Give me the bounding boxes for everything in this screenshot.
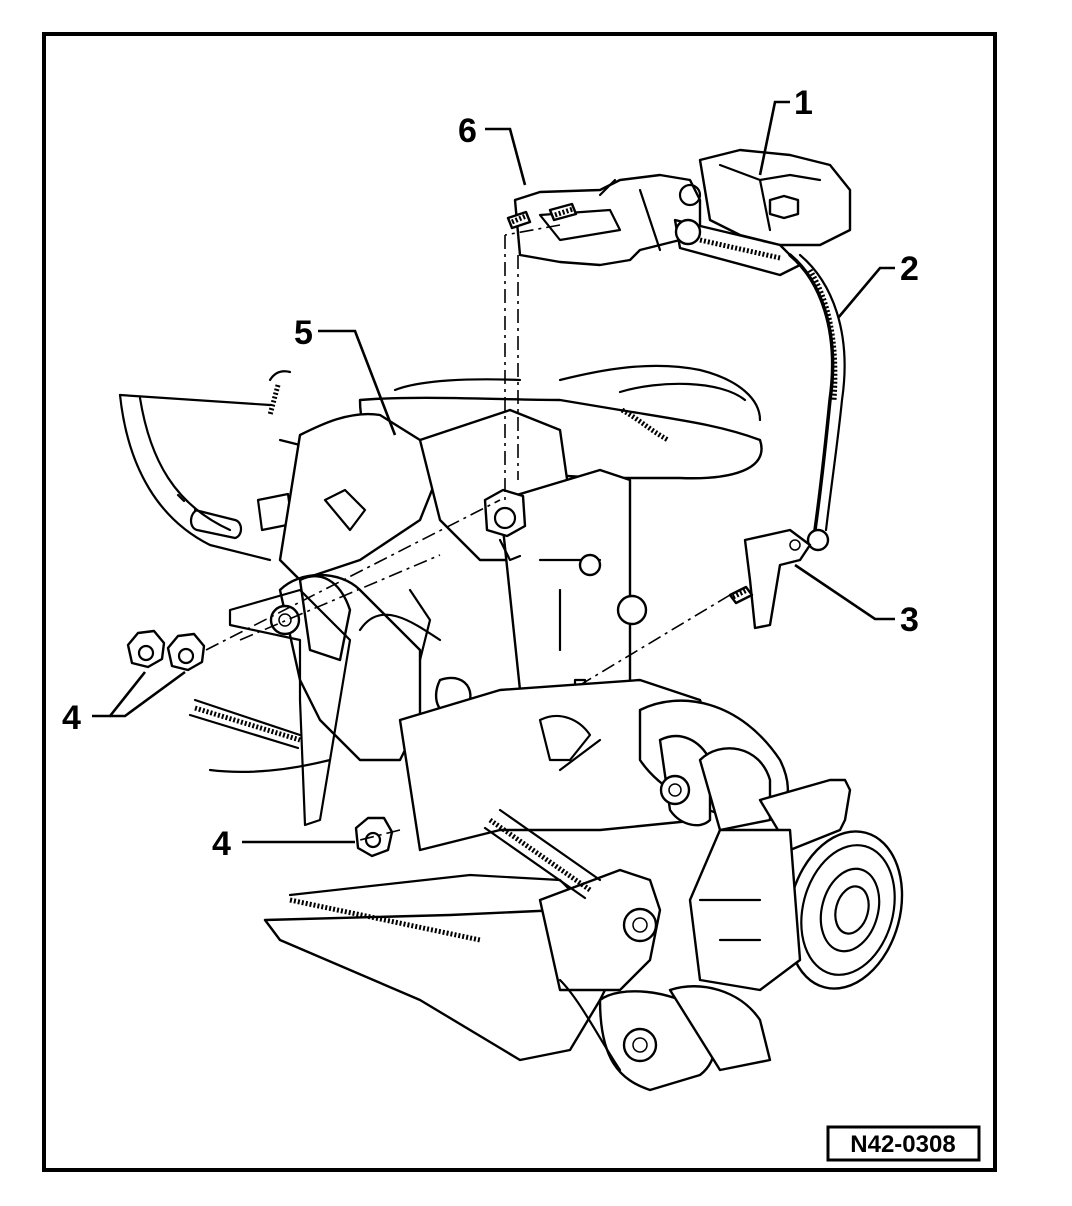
callout-6: 6 [458, 112, 477, 150]
callout-2: 2 [900, 250, 919, 288]
callout-4-upper: 4 [62, 699, 81, 737]
coupling-rod-drawing [788, 253, 846, 552]
level-sensor-drawing [506, 148, 852, 277]
callout-leaders [92, 100, 895, 844]
hub-drum-drawing [688, 778, 904, 992]
callout-4-lower: 4 [212, 825, 231, 863]
callout-labels: 1 2 3 4 4 5 6 [62, 84, 919, 863]
nut-left-b [166, 632, 206, 672]
body-panel-drawing [118, 370, 322, 562]
reference-code-box: N42-0308 [826, 1125, 981, 1162]
knuckle-drawing [228, 573, 472, 827]
lower-rod-drawing [188, 698, 602, 900]
axle-beam-drawing [263, 868, 772, 1092]
assembly-lines [205, 224, 731, 841]
callout-3: 3 [900, 601, 919, 639]
callout-5: 5 [294, 314, 313, 352]
nuts-drawing [126, 629, 394, 858]
control-arm-drawing [398, 678, 790, 852]
callout-1: 1 [794, 84, 813, 122]
strut-nut-drawing [483, 488, 527, 562]
mount-bracket-drawing [728, 528, 812, 630]
nut-left-a [126, 629, 166, 669]
nut-lower [354, 816, 394, 858]
reference-code: N42-0308 [850, 1131, 955, 1158]
diagram-frame [42, 32, 997, 1172]
